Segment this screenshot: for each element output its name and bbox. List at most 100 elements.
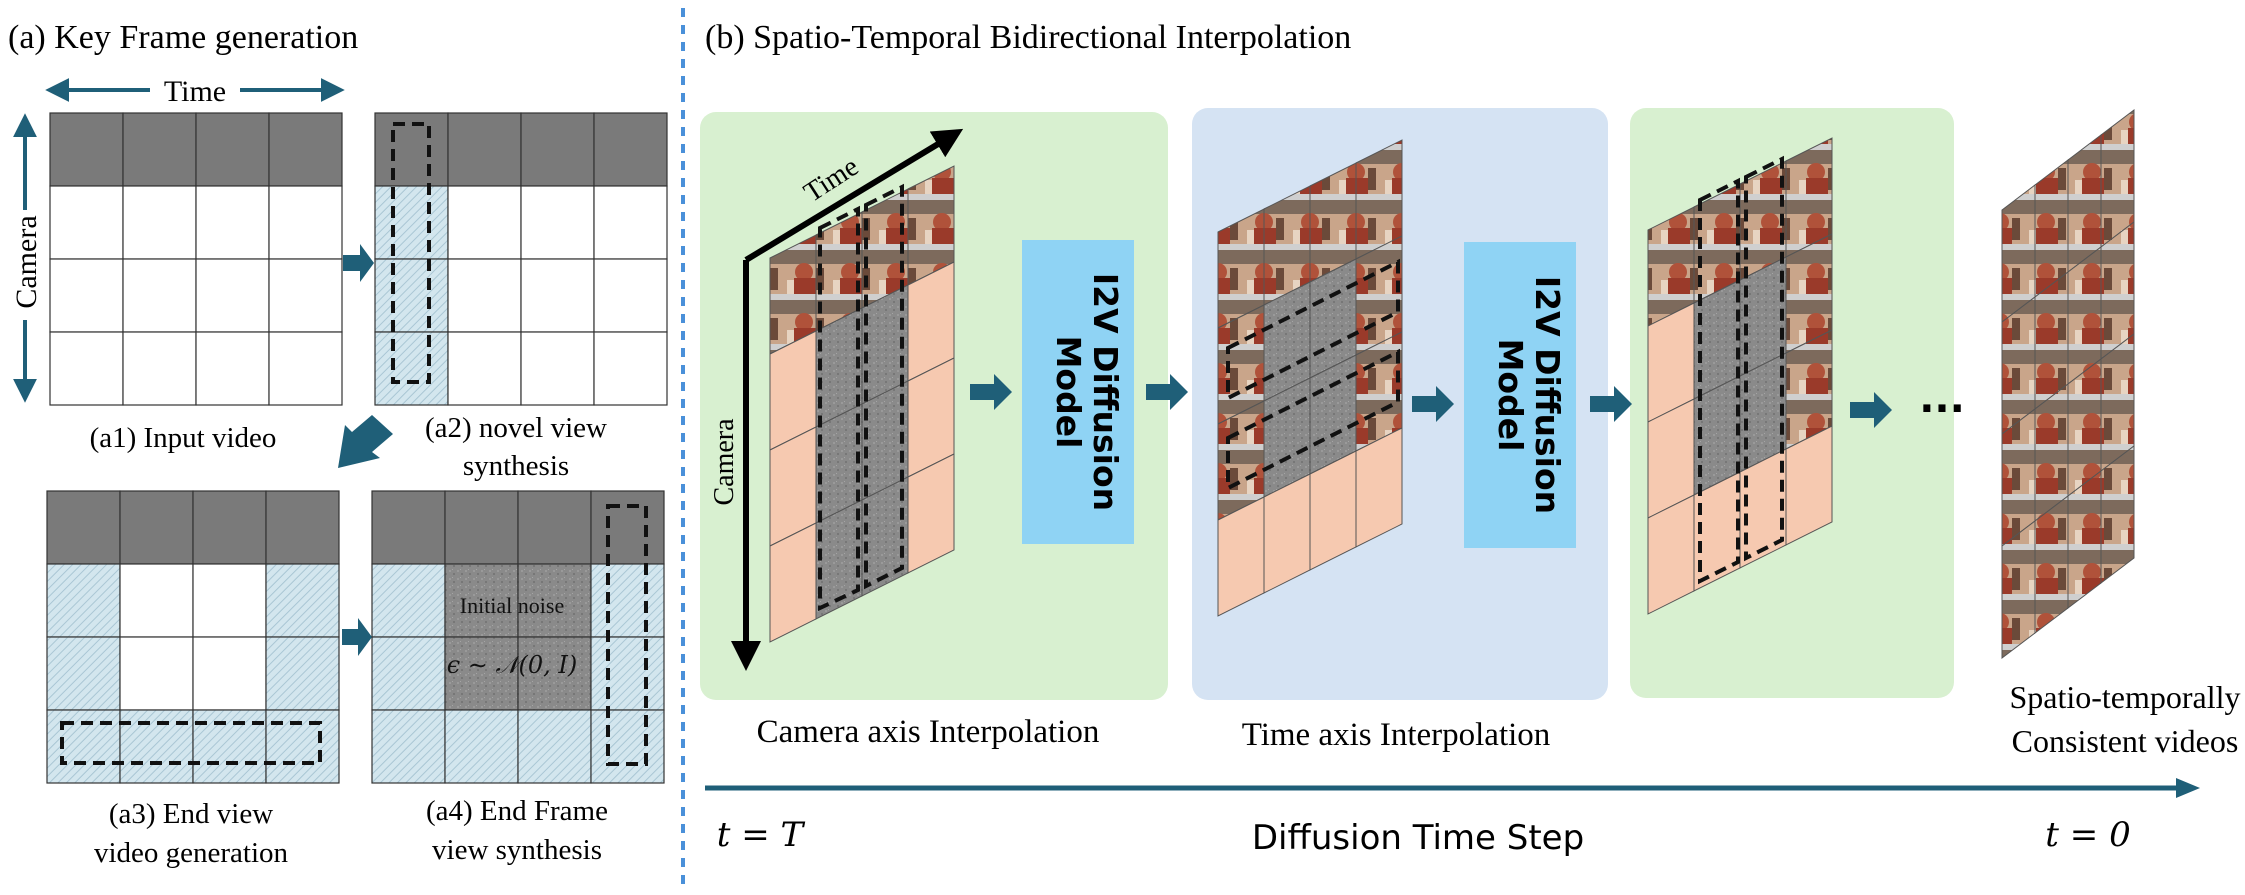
model1-line1: I2V Diffusion: [1086, 273, 1125, 511]
selection-dashed-row: [60, 721, 322, 765]
panel-b-title: (b) Spatio-Temporal Bidirectional Interp…: [705, 19, 1351, 56]
time-axis-label: Time: [164, 75, 226, 108]
grid-cell: [49, 112, 124, 187]
grid-cell: [593, 258, 668, 333]
frame-cell: [1785, 425, 1833, 546]
grid-cell: [192, 636, 267, 711]
arrow-a2-a3: [338, 415, 393, 468]
grid-cell: [46, 490, 121, 565]
dashed-column-selection: [864, 183, 904, 590]
grid-cell: [122, 258, 197, 333]
grid-cell: [268, 185, 343, 260]
grid-cell: [265, 709, 340, 784]
grid-cell: [371, 709, 446, 784]
grid-cell: [520, 331, 595, 406]
grid-cell: [195, 331, 270, 406]
model2-line2: Model: [1491, 339, 1530, 452]
caption-a4-line2: view synthesis: [432, 834, 602, 866]
grid-cell: [119, 636, 194, 711]
grid-cell: [192, 563, 267, 638]
result-caption-line2: Consistent videos: [2012, 723, 2239, 759]
panel-a-title: (a) Key Frame generation: [8, 19, 358, 56]
dashed-column-selection: [818, 205, 860, 612]
grid-cell: [447, 112, 522, 187]
grid-cell: [520, 112, 595, 187]
grid-cell: [593, 331, 668, 406]
grid-cell: [593, 185, 668, 260]
grid-cell: [444, 709, 519, 784]
grid-cell: [265, 636, 340, 711]
grid-cell: [374, 185, 449, 260]
grid-cell: [46, 636, 121, 711]
grid-cell: [444, 490, 519, 565]
flow-arrow: [1850, 392, 1892, 428]
grid-cell: [517, 490, 592, 565]
grid-end-frame: [371, 490, 665, 784]
grid-cell: [268, 258, 343, 333]
grid-cell: [520, 258, 595, 333]
grid-input-video: [49, 112, 343, 406]
grid-cell: [520, 185, 595, 260]
grid-cell: [517, 636, 592, 711]
grid-end-view: [46, 490, 340, 784]
grid-cell: [371, 563, 446, 638]
grid-cell: [590, 636, 665, 711]
grid-cell: [49, 331, 124, 406]
grid-cell: [46, 709, 121, 784]
t-end: t = 0: [2045, 815, 2130, 855]
time-axis: Time: [45, 70, 345, 108]
grid-cell: [590, 563, 665, 638]
grid-cell: [374, 112, 449, 187]
arrow-a3-a4: [342, 618, 372, 656]
dashed-row-selection: [1226, 258, 1400, 402]
arrow-a1-a2: [343, 244, 374, 282]
grid-cell: [374, 331, 449, 406]
dashed-column-selection: [1744, 155, 1784, 562]
camera-axis-label: Camera: [10, 215, 43, 308]
selection-dashed-column: [606, 504, 648, 766]
selection-dashed-column: [391, 122, 431, 384]
grid-cell: [195, 258, 270, 333]
frame-stack-result: [2001, 108, 2135, 660]
flow-arrow: [970, 374, 1012, 410]
ellipsis: ...: [1919, 376, 1965, 422]
dashed-column-selection: [1698, 177, 1740, 585]
flow-arrow: [1146, 374, 1188, 410]
grid-cell: [192, 490, 267, 565]
stack-axes: Time Camera: [709, 128, 964, 671]
grid-cell: [119, 490, 194, 565]
grid-cell: [374, 258, 449, 333]
grid-cell: [192, 709, 267, 784]
caption-a3-line1: (a3) End view: [109, 798, 273, 830]
t-start: t = T: [717, 815, 806, 855]
grid-cell: [517, 709, 592, 784]
grid-cell: [195, 185, 270, 260]
grid-cell: [195, 112, 270, 187]
grid-cell: [49, 258, 124, 333]
camera-axis: Camera: [8, 113, 44, 403]
stack-camera-label: Camera: [709, 418, 740, 506]
grid-cell: [265, 490, 340, 565]
grid-cell: [122, 331, 197, 406]
grid-cell: [122, 112, 197, 187]
camera-interp-caption: Camera axis Interpolation: [757, 714, 1100, 750]
caption-a2-line1: (a2) novel view: [425, 412, 607, 444]
grid-cell: [590, 490, 665, 565]
grid-cell: [119, 563, 194, 638]
flow-arrow: [1590, 386, 1632, 422]
frame-stack-camera: [769, 165, 955, 643]
caption-a4-line1: (a4) End Frame: [426, 795, 608, 827]
frame-cell: [907, 453, 955, 574]
grid-cell: [447, 258, 522, 333]
diffusion-axis-head: [2176, 778, 2200, 798]
noise-label: Initial noise: [460, 593, 564, 618]
grid-cell: [447, 331, 522, 406]
frame-stack-time: [1217, 139, 1403, 617]
grid-novel-view: [374, 112, 668, 406]
caption-a1: (a1) Input video: [90, 422, 277, 454]
flow-arrows: [970, 374, 1892, 428]
grid-cell: [371, 636, 446, 711]
diffusion-axis-label: Diffusion Time Step: [1252, 818, 1584, 858]
grid-cell: [590, 709, 665, 784]
